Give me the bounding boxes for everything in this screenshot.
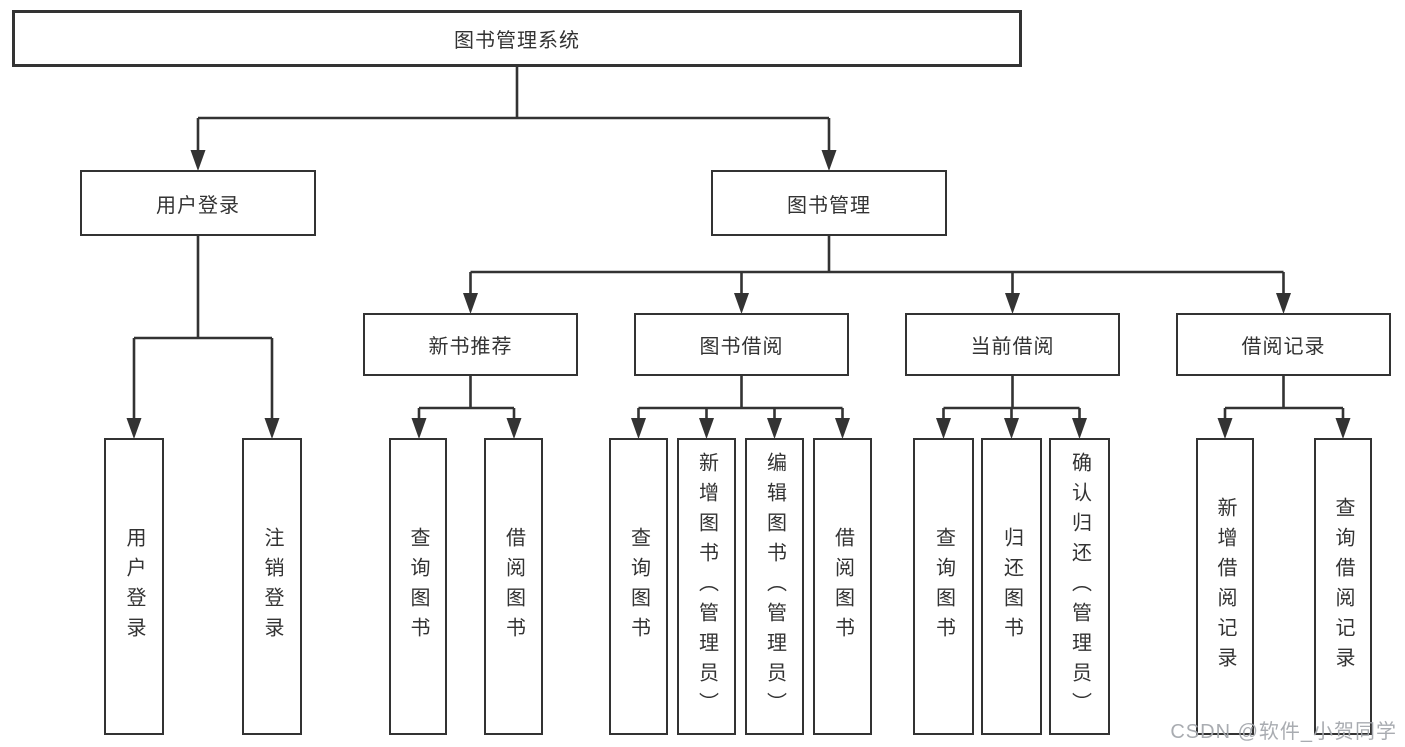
node-label: 查询图书 — [932, 526, 955, 647]
node-label: 用户登录 — [156, 194, 240, 217]
node-label: 查询图书 — [627, 526, 650, 647]
node-label: 编辑图书（管理员） — [763, 451, 786, 722]
node-library-management-system: 图书管理系统 — [12, 10, 1022, 67]
node-current-borrowing: 当前借阅 — [905, 313, 1120, 376]
node-label: 借阅图书 — [831, 526, 854, 647]
leaf-query-books-borrowing: 查询图书 — [609, 438, 668, 735]
leaf-query-books-current: 查询图书 — [913, 438, 974, 735]
leaf-edit-books-admin: 编辑图书（管理员） — [745, 438, 804, 735]
node-label: 查询借阅记录 — [1332, 496, 1354, 677]
node-label: 图书借阅 — [699, 336, 784, 358]
node-label: 用户登录 — [123, 526, 145, 647]
node-label: 新书推荐 — [428, 336, 513, 358]
node-borrow-records: 借阅记录 — [1176, 313, 1391, 376]
node-book-management: 图书管理 — [711, 170, 947, 236]
leaf-borrow-books-newbooks: 借阅图书 — [484, 438, 543, 735]
node-user-login: 用户登录 — [80, 170, 316, 236]
node-label: 借阅记录 — [1241, 336, 1326, 358]
leaf-query-books-newbooks: 查询图书 — [389, 438, 447, 735]
node-label: 新增借阅记录 — [1214, 496, 1236, 677]
node-label: 借阅图书 — [502, 526, 525, 647]
node-label: 确认归还（管理员） — [1068, 451, 1091, 722]
leaf-add-books-admin: 新增图书（管理员） — [677, 438, 736, 735]
leaf-query-borrow-record: 查询借阅记录 — [1314, 438, 1372, 735]
node-label: 查询图书 — [407, 526, 429, 647]
node-label: 图书管理 — [787, 194, 871, 217]
leaf-borrow-books-borrowing: 借阅图书 — [813, 438, 872, 735]
node-label: 新增图书（管理员） — [695, 451, 718, 722]
leaf-user-login: 用户登录 — [104, 438, 164, 735]
node-book-borrowing: 图书借阅 — [634, 313, 849, 376]
node-label: 注销登录 — [261, 526, 283, 647]
leaf-add-borrow-record: 新增借阅记录 — [1196, 438, 1254, 735]
leaf-logout: 注销登录 — [242, 438, 302, 735]
node-label: 当前借阅 — [970, 336, 1055, 358]
leaf-confirm-return-admin: 确认归还（管理员） — [1049, 438, 1110, 735]
csdn-watermark: CSDN @软件_小贺同学 — [1170, 721, 1397, 743]
node-new-book-recommend: 新书推荐 — [363, 313, 578, 376]
node-label: 图书管理系统 — [454, 30, 580, 52]
node-label: 归还图书 — [1000, 526, 1023, 647]
leaf-return-books: 归还图书 — [981, 438, 1042, 735]
